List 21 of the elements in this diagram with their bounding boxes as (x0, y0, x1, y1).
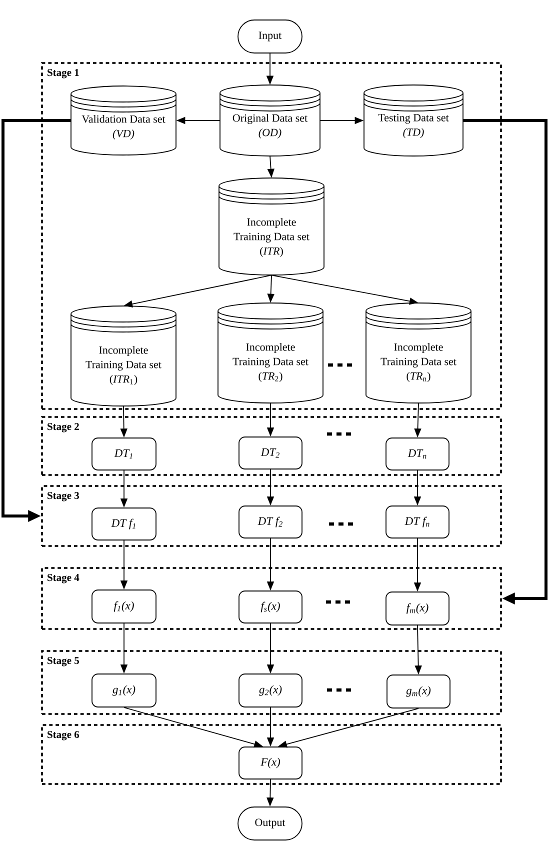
process-box: DT f$_{1}$ (92, 508, 156, 540)
process-box: DT$_{1}$ (92, 438, 156, 470)
process-box: DT$_{n}$ (386, 438, 450, 470)
database-cylinder: Original Data set (OD) (220, 84, 320, 156)
database-cylinder: Validation Data set (VD) (70, 86, 176, 156)
database-cylinder: Incomplete Training Data set (TR$_{2}$) (218, 302, 324, 404)
process-box: g$_{m}$(x) (386, 674, 450, 708)
arrow (463, 119, 548, 604)
process-box: f$_{1}$(x) (92, 590, 156, 624)
database-cylinder: Incomplete Training Data set (TR$_{n}$) (366, 302, 472, 404)
process-box: DT$_{2}$ (238, 436, 302, 470)
process-box: F(x) (238, 746, 302, 780)
process-box: f$_{m}$(x) (386, 592, 450, 626)
process-box: g$_{2}$(x) (238, 674, 302, 708)
database-cylinder: Testing Data set (TD) (364, 84, 464, 156)
database-cylinder: Incomplete Training Data set (ITR$_{1}$) (70, 306, 176, 406)
process-box: f$_{s}$(x) (238, 590, 302, 624)
process-box: g$_{1}$(x) (92, 674, 156, 708)
database-cylinder: Incomplete Training Data set (ITR) (218, 178, 324, 276)
process-box: DT f$_{2}$ (238, 506, 302, 538)
process-box: DT f$_{n}$ (386, 506, 450, 538)
